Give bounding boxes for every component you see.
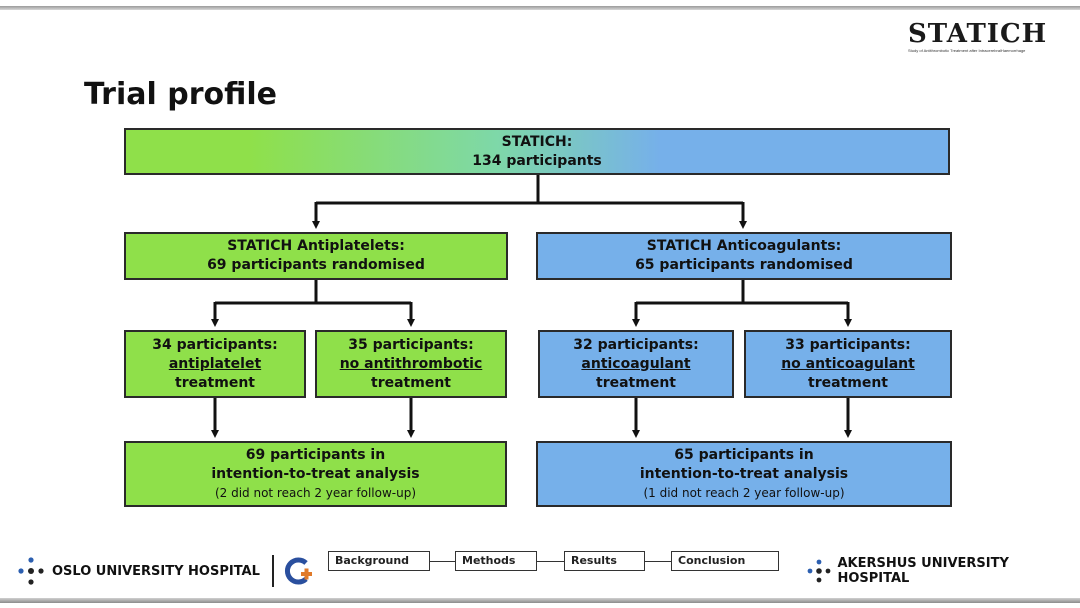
arm-line3: treatment: [371, 374, 451, 391]
c-plus-logo-icon: [284, 557, 312, 585]
antiplatelet-treatment-box: 34 participants: antiplatelet treatment: [124, 330, 306, 398]
akershus-hospital-name: AKERSHUS UNIVERSITY HOSPITAL: [837, 556, 1009, 586]
itt-line1: 69 participants in: [245, 446, 386, 463]
antiplatelets-line1: STATICH Antiplatelets:: [227, 238, 405, 254]
nav-connector: [537, 561, 564, 562]
itt-line3: (1 did not reach 2 year follow-up): [643, 485, 845, 500]
nav-background[interactable]: Background: [328, 551, 430, 571]
arm-line3: treatment: [175, 374, 255, 391]
itt-line1: 65 participants in: [674, 446, 814, 463]
no-antithrombotic-box: 35 participants: no antithrombotic treat…: [315, 330, 507, 398]
antiplatelet-itt-box: 69 participants in intention-to-treat an…: [124, 441, 507, 507]
itt-line2: intention-to-treat analysis: [639, 465, 849, 482]
arm-line3: treatment: [808, 374, 888, 391]
oslo-hospital-logo: OSLO UNIVERSITY HOSPITAL: [16, 555, 314, 587]
statich-logo: STATICH Study of Antithrombotic Treatmen…: [908, 20, 1058, 56]
akershus-dots-icon: [807, 559, 831, 583]
oslo-hospital-name: OSLO UNIVERSITY HOSPITAL: [52, 563, 260, 579]
itt-line3: (2 did not reach 2 year follow-up): [214, 485, 417, 500]
nav-results[interactable]: Results: [564, 551, 645, 571]
section-navigation: Background Methods Results Conclusion: [328, 551, 780, 573]
nav-methods[interactable]: Methods: [455, 551, 537, 571]
nav-connector: [645, 561, 671, 562]
antiplatelets-line2: 69 participants randomised: [207, 257, 425, 273]
arm-line1: 34 participants:: [152, 336, 278, 353]
top-divider: [0, 6, 1080, 10]
arm-line1: 33 participants:: [785, 336, 911, 353]
nav-connector: [430, 561, 455, 562]
total-line2: 134 participants: [472, 152, 602, 169]
anticoagulant-treatment-box: 32 participants: anticoagulant treatment: [538, 330, 734, 398]
no-anticoagulant-box: 33 participants: no anticoagulant treatm…: [744, 330, 952, 398]
total-line1: STATICH:: [501, 133, 573, 150]
arm-line2: no antithrombotic: [339, 355, 483, 372]
anticoagulant-itt-box: 65 participants in intention-to-treat an…: [536, 441, 952, 507]
total-participants-box: STATICH: 134 participants: [124, 128, 950, 175]
footer-separator: [271, 555, 274, 587]
page-title: Trial profile: [84, 77, 277, 112]
arm-line2: no anticoagulant: [781, 355, 915, 372]
arm-line2: antiplatelet: [168, 355, 262, 372]
arm-line1: 32 participants:: [573, 336, 699, 353]
oslo-dots-icon: [18, 557, 44, 585]
nav-conclusion[interactable]: Conclusion: [671, 551, 779, 571]
arm-line1: 35 participants:: [348, 336, 474, 353]
anticoagulants-box: STATICH Anticoagulants: 65 participants …: [536, 232, 952, 280]
antiplatelets-box: STATICH Antiplatelets: 69 participants r…: [124, 232, 508, 280]
arm-line2: anticoagulant: [581, 355, 691, 372]
itt-line2: intention-to-treat analysis: [211, 465, 420, 482]
logo-text: STATICH: [908, 19, 1048, 49]
logo-subtitle: Study of Antithrombotic Treatment after …: [908, 48, 1026, 53]
akershus-hospital-logo: AKERSHUS UNIVERSITY HOSPITAL: [806, 556, 1080, 586]
arm-line3: treatment: [596, 374, 676, 391]
bottom-divider: [0, 598, 1080, 603]
anticoagulants-line1: STATICH Anticoagulants:: [646, 238, 842, 254]
anticoagulants-line2: 65 participants randomised: [635, 257, 853, 273]
